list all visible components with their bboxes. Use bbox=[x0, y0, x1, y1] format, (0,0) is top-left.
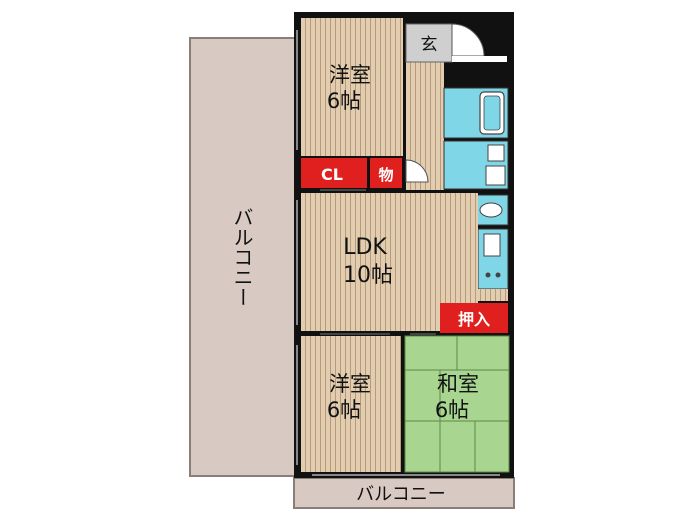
room-western-top-name: 洋室 bbox=[329, 63, 371, 87]
balcony-bottom-label: バルコニー bbox=[356, 484, 446, 505]
entrance-label: 玄 bbox=[421, 35, 438, 55]
windows bbox=[296, 30, 500, 476]
balcony-bottom bbox=[293, 477, 515, 509]
entrance-side-strip bbox=[452, 56, 507, 62]
room-ldk-extension bbox=[440, 289, 508, 301]
room-western-bottom-name: 洋室 bbox=[329, 372, 371, 396]
tatami-lines bbox=[405, 336, 509, 472]
room-western-bottom bbox=[301, 336, 401, 472]
stove-burner-icon-2 bbox=[495, 272, 501, 278]
room-japanese-size: 6帖 bbox=[435, 398, 469, 422]
balcony-side-label: バルコニー bbox=[230, 207, 254, 307]
room-western-top bbox=[301, 18, 403, 156]
door-marks bbox=[320, 189, 436, 335]
oshiire-label: 押入 bbox=[458, 310, 490, 329]
closet-label: CL bbox=[321, 165, 343, 184]
room-ldk-size: 10帖 bbox=[343, 263, 393, 288]
bathtub-inner bbox=[483, 95, 501, 131]
washer-icon bbox=[485, 165, 506, 186]
washbasin-icon bbox=[487, 144, 505, 162]
entrance-door-arc bbox=[451, 23, 485, 57]
room-western-bottom-size: 6帖 bbox=[327, 398, 361, 422]
room-western-top-size: 6帖 bbox=[327, 89, 361, 113]
sink-icon bbox=[483, 233, 501, 257]
closet bbox=[301, 158, 367, 188]
hallway-door-arc bbox=[405, 159, 429, 183]
stove-burner-icon-1 bbox=[485, 272, 491, 278]
toilet-icon bbox=[479, 202, 503, 218]
storage bbox=[370, 158, 402, 188]
oshiire bbox=[440, 303, 508, 333]
balcony-side bbox=[189, 37, 296, 477]
kitchen-counter bbox=[477, 228, 509, 290]
room-japanese-name: 和室 bbox=[437, 372, 479, 396]
storage-label: 物 bbox=[378, 166, 393, 184]
room-ldk-name: LDK bbox=[343, 235, 387, 260]
